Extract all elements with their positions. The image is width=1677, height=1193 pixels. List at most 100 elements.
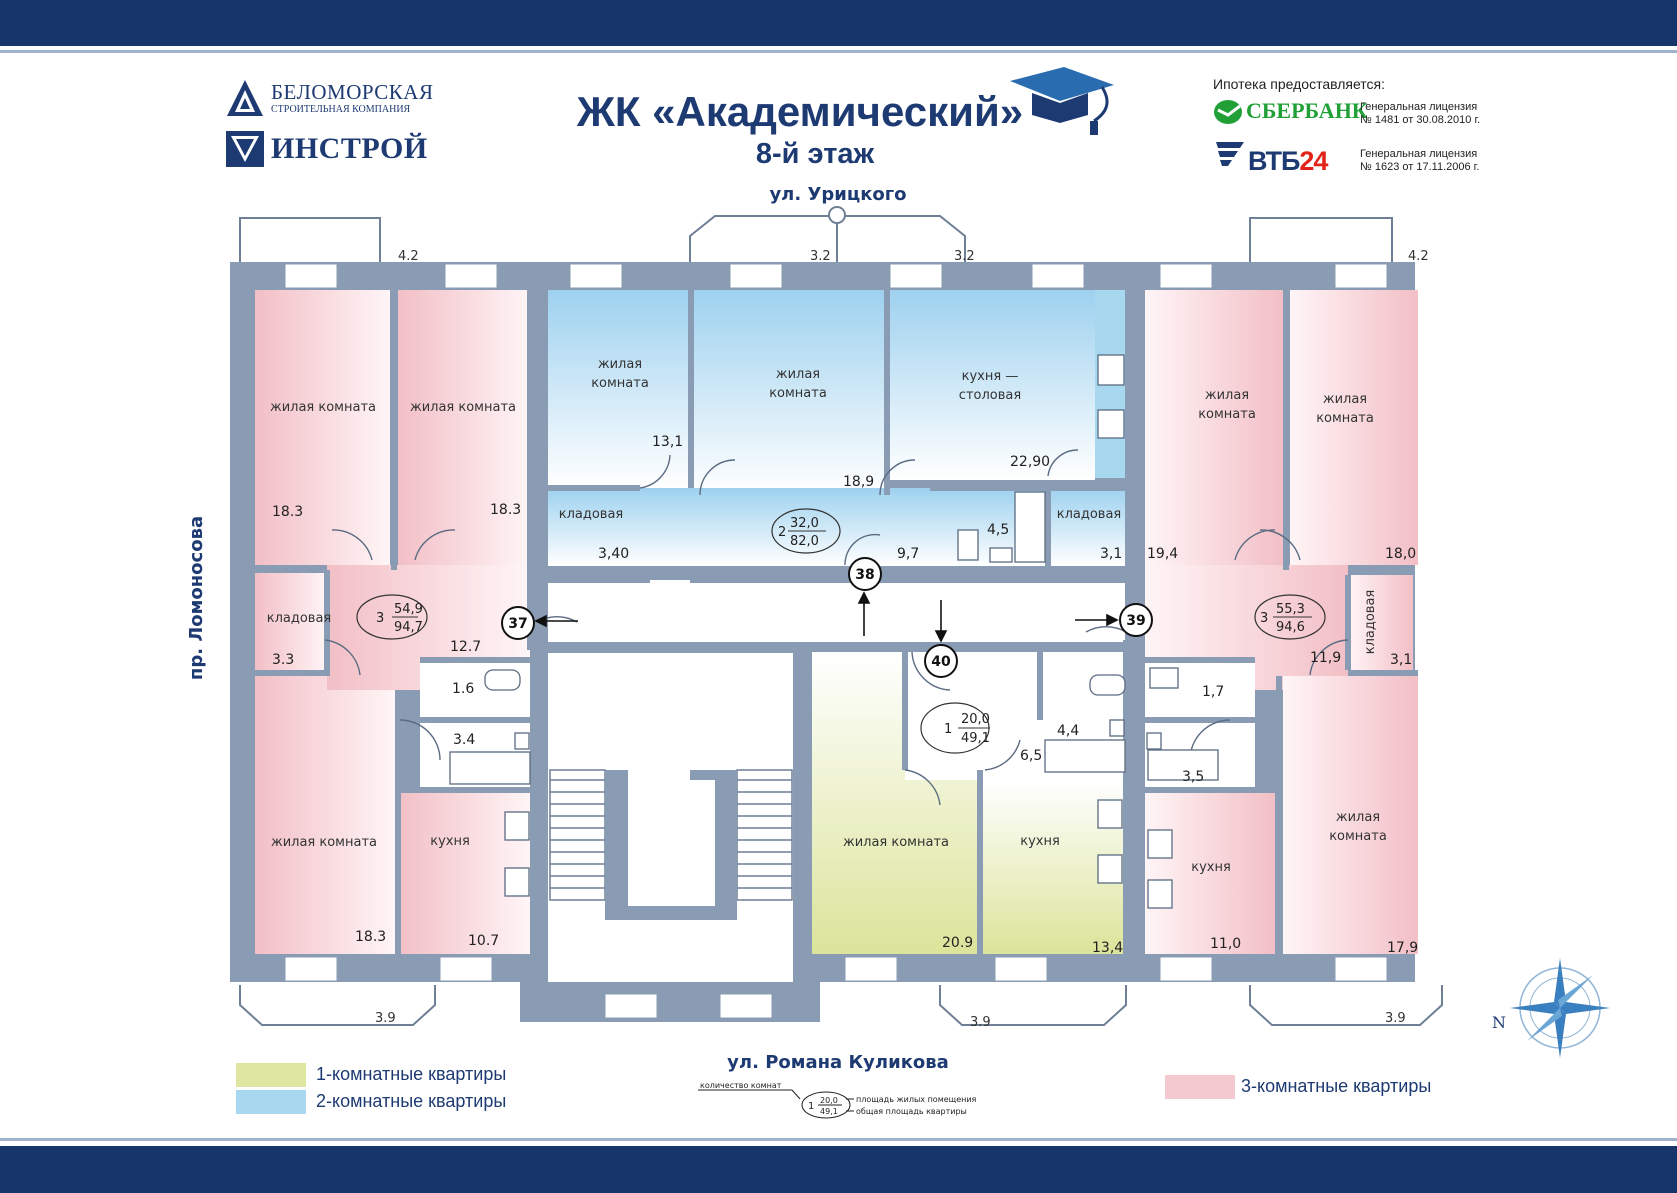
sink-icon — [1146, 732, 1162, 750]
balcony-se — [1249, 985, 1443, 1026]
balcony-nc-left-area: 3.2 — [810, 249, 831, 264]
stair-bump — [520, 982, 820, 1022]
label-39-room3-a: жилая — [1336, 810, 1380, 825]
toilet-icon — [484, 669, 521, 691]
apt-38-number: 38 — [855, 567, 874, 583]
kitchen-sink-icon — [1097, 799, 1123, 829]
area-39-room3: 17,9 — [1387, 940, 1418, 956]
vtb-license-line2: № 1623 от 17.11.2006 г. — [1360, 161, 1480, 173]
instroy-logo: ИНСТРОЙ — [225, 130, 455, 176]
label-39-room3-b: комната — [1329, 829, 1387, 844]
balcony-se-area: 3.9 — [1385, 1011, 1406, 1026]
balcony-ne — [1249, 217, 1393, 262]
street-south: ул. Романа Куликова — [727, 1052, 949, 1073]
vtb-license: Генеральная лицензия № 1623 от 17.11.200… — [1360, 148, 1479, 174]
label-39-storage: кладовая — [1363, 590, 1378, 655]
mortgage-heading: Ипотека предоставляется: — [1213, 76, 1386, 92]
area-38-storage1: 3,40 — [598, 546, 629, 562]
toilet-icon — [1149, 667, 1179, 689]
legend-2room: 2-комнатные квартиры — [316, 1091, 507, 1111]
apt-40-rooms: 1 — [944, 722, 952, 737]
bottom-banner-line — [0, 1138, 1677, 1141]
vtb-name-b: 24 — [1299, 146, 1328, 176]
sberbank-license: Генеральная лицензия № 1481 от 30.08.201… — [1360, 101, 1480, 127]
label-39-room1-a: жилая — [1205, 388, 1249, 403]
label-40-kitchen: кухня — [1020, 834, 1060, 849]
sink-icon — [1109, 719, 1125, 737]
area-40-room: 20.9 — [942, 935, 973, 951]
explain-total: общая площадь квартиры — [856, 1107, 967, 1116]
apt-39-total: 94,6 — [1276, 620, 1305, 635]
label-38-room1-b: комната — [591, 376, 649, 391]
legend-1room: 1-комнатные квартиры — [316, 1064, 507, 1084]
area-39-storage: 3,1 — [1390, 652, 1412, 668]
explain-rooms: количество комнат — [700, 1081, 782, 1090]
vtb-name: ВТБ24 — [1248, 146, 1328, 177]
label-38-kitchen-a: кухня — — [962, 369, 1019, 384]
belomorskaya-logo: БЕЛОМОРСКАЯ СТРОИТЕЛЬНАЯ КОМПАНИЯ — [225, 78, 455, 124]
sberbank-license-line1: Генеральная лицензия — [1360, 101, 1478, 113]
apt-37-total: 94,7 — [394, 620, 423, 635]
balcony-nc — [689, 215, 966, 262]
apt-40-number: 40 — [931, 654, 951, 670]
page-title: ЖК «Академический» — [576, 88, 1024, 135]
stove-icon — [1097, 854, 1123, 884]
sink-icon — [514, 732, 530, 750]
street-west: пр. Ломоносова — [186, 516, 207, 680]
room-labels: жилая комната жилая комната кладовая жил… — [267, 357, 1387, 875]
legend-swatch-3room — [1165, 1075, 1235, 1099]
kitchen-sink-icon — [504, 811, 530, 841]
instroy-name: ИНСТРОЙ — [271, 132, 428, 165]
area-38-room1: 13,1 — [652, 434, 683, 450]
bathtub-icon — [1147, 749, 1219, 781]
area-37-wc: 1.6 — [452, 681, 474, 697]
floor-label: 8-й этаж — [755, 138, 875, 170]
area-37-room3: 18.3 — [355, 929, 386, 945]
compass-rose-icon: N — [1492, 958, 1610, 1058]
belomorskaya-subtitle: СТРОИТЕЛЬНАЯ КОМПАНИЯ — [271, 104, 411, 115]
area-39-room1: 19,4 — [1147, 546, 1178, 562]
apartment-37 — [255, 290, 530, 954]
area-37-kitchen: 10.7 — [468, 933, 499, 949]
apt-39-number: 39 — [1126, 613, 1145, 629]
kitchen-sink-icon — [1147, 829, 1173, 859]
apartment-38-summary: 2 32,0 82,0 — [771, 508, 841, 554]
explain-sample-living: 20,0 — [820, 1096, 838, 1105]
apt-38-rooms: 2 — [778, 525, 786, 540]
balcony-ne-area: 4.2 — [1408, 249, 1429, 264]
label-37-room3: жилая комната — [271, 835, 377, 850]
balcony-nc-right-area: 3.2 — [954, 249, 975, 264]
apt-37-living: 54,9 — [394, 602, 423, 617]
fixtures — [449, 354, 1219, 909]
stairs — [549, 769, 793, 901]
balcony-sw — [239, 985, 436, 1026]
area-39-room2: 18,0 — [1385, 546, 1416, 562]
graduation-cap-icon — [1010, 67, 1114, 135]
area-40-bath: 4,4 — [1057, 723, 1079, 739]
apt-37-rooms: 3 — [376, 611, 384, 626]
balcony-sc-area: 3.9 — [970, 1015, 991, 1030]
vtb-name-a: ВТБ — [1248, 146, 1300, 176]
triangle-logo-icon — [227, 80, 263, 116]
area-38-hall: 9,7 — [897, 546, 919, 562]
area-38-storage2: 3,1 — [1100, 546, 1122, 562]
entrance-arrows — [534, 591, 1119, 643]
area-38-room2: 18,9 — [843, 474, 874, 490]
apartment-40 — [812, 652, 1126, 954]
apt-40-living: 20,0 — [961, 712, 990, 727]
apt-40-total: 49,1 — [961, 731, 990, 746]
sink-icon — [989, 547, 1013, 563]
balcony-nw — [239, 217, 381, 262]
kitchen-sink-icon — [1097, 409, 1125, 439]
bottom-banner — [0, 1146, 1677, 1193]
bathtub-icon — [1044, 739, 1126, 773]
legend-3room: 3-комнатные квартиры — [1241, 1076, 1432, 1096]
top-banner-line — [0, 50, 1677, 53]
area-40-hall: 6,5 — [1020, 748, 1042, 764]
area-39-hall: 11,9 — [1310, 650, 1341, 666]
apartment-40-summary: 1 20,0 49,1 — [920, 702, 990, 754]
area-37-bath: 3.4 — [453, 732, 475, 748]
toilet-icon — [1089, 674, 1126, 696]
toilet-icon — [957, 529, 979, 561]
